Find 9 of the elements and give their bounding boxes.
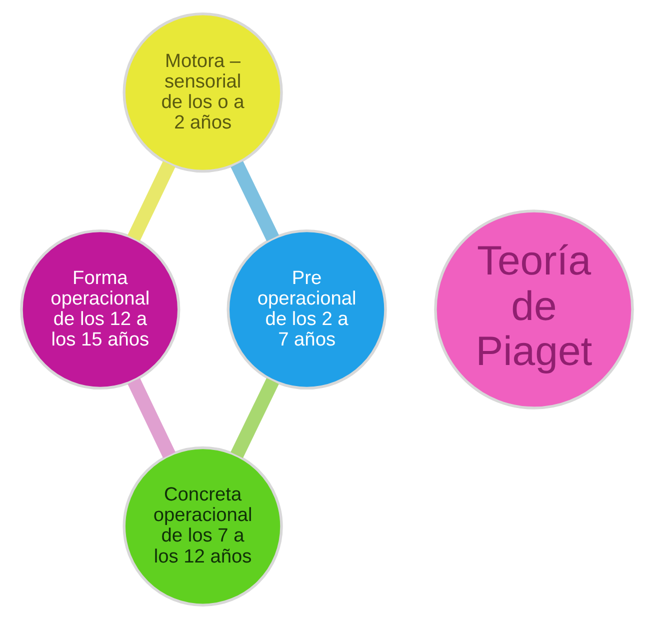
connector (230, 161, 279, 242)
node-circle: Motora – sensorial de los o a 2 años (122, 12, 282, 173)
connector (127, 161, 175, 242)
node-circle: Concreta operacional de los 7 a los 12 años (122, 446, 282, 606)
node-circle: Forma operacional de los 12 a los 15 años (20, 229, 180, 390)
connector (127, 378, 175, 458)
node-circle: Teoría de Piaget (434, 210, 634, 410)
node-circle: Pre operacional de los 2 a 7 años (226, 229, 386, 390)
connector (230, 378, 278, 458)
